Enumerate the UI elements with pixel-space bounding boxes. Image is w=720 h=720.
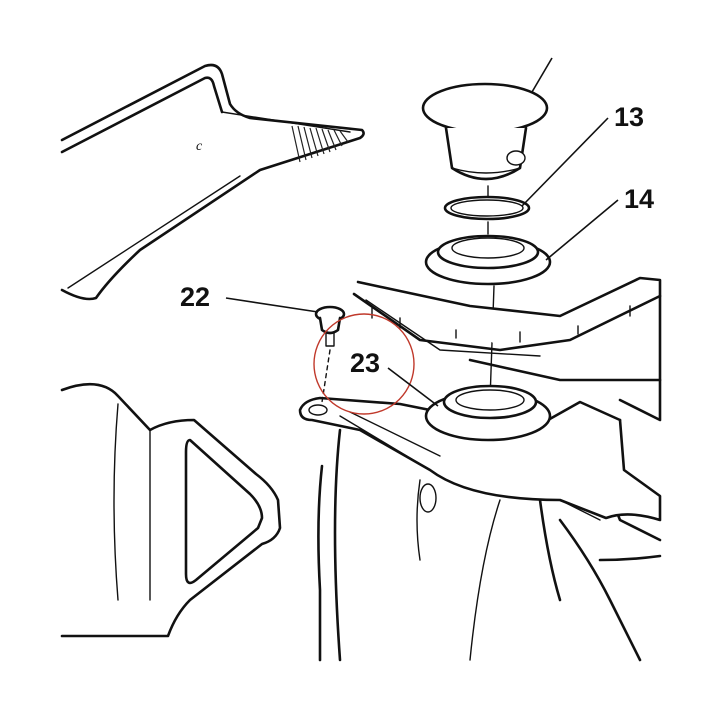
- callout-14: 14: [624, 184, 654, 214]
- decal-hatch: [291, 125, 349, 163]
- callout-13: 13: [614, 102, 644, 132]
- gasket-part-14: [424, 234, 552, 286]
- callout-22: 22: [180, 282, 210, 312]
- lower-left-panel: [60, 382, 282, 638]
- screw-part-22: [314, 305, 346, 403]
- callout-23: 23: [350, 348, 380, 378]
- leader-23: [387, 367, 439, 407]
- panel-mark: c: [196, 139, 203, 154]
- tank-body: [298, 276, 662, 662]
- upper-left-panel: c: [60, 63, 365, 301]
- leader-14: [545, 199, 619, 261]
- filler-neck-part-23: [424, 384, 552, 442]
- leader-22: [225, 297, 319, 313]
- o-ring-part-13: [443, 195, 531, 221]
- assembly-axis-3: [489, 285, 495, 401]
- leader-13: [521, 117, 609, 207]
- filler-cap: [421, 57, 553, 181]
- highlight-circle: [313, 313, 415, 415]
